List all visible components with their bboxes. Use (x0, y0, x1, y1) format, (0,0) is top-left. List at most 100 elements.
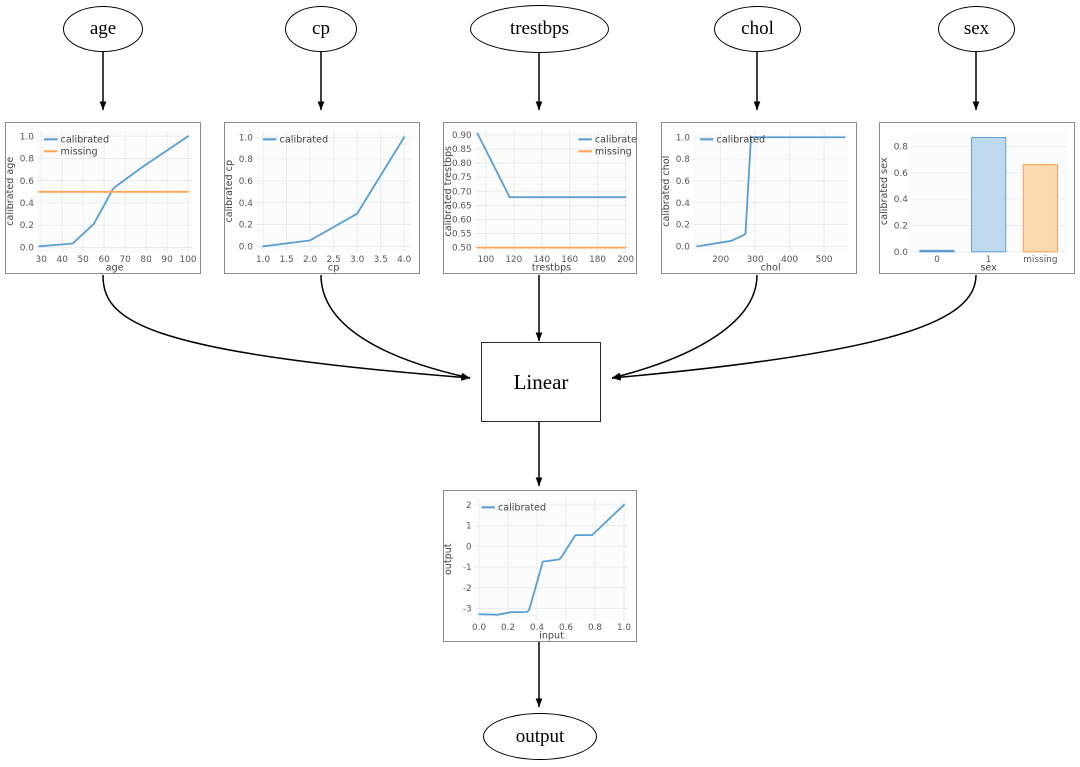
node-cp[interactable]: cp (285, 6, 357, 52)
svg-text:calibrated: calibrated (498, 503, 546, 514)
svg-text:0.70: 0.70 (452, 187, 472, 197)
svg-text:140: 140 (533, 255, 550, 265)
edge-cpplot-to-linear (320, 274, 471, 380)
svg-text:0.8: 0.8 (20, 155, 35, 165)
svg-text:0.8: 0.8 (894, 143, 909, 153)
svg-text:sex: sex (980, 263, 997, 273)
svg-text:0.4: 0.4 (20, 199, 35, 209)
svg-text:0.6: 0.6 (676, 177, 691, 187)
svg-text:0.85: 0.85 (452, 145, 472, 155)
svg-text:-2: -2 (463, 584, 472, 594)
svg-text:0.55: 0.55 (452, 230, 472, 240)
svg-text:300: 300 (747, 255, 764, 265)
svg-text:-3: -3 (463, 605, 472, 615)
svg-text:70: 70 (119, 255, 131, 265)
svg-text:calibrated age: calibrated age (6, 157, 16, 226)
node-age-label: age (89, 18, 117, 39)
svg-text:0.2: 0.2 (239, 221, 253, 231)
svg-text:3.5: 3.5 (374, 255, 388, 265)
node-output[interactable]: output (483, 713, 597, 760)
svg-text:0.8: 0.8 (588, 623, 602, 633)
svg-text:calibrated: calibrated (280, 135, 329, 146)
svg-text:0.0: 0.0 (676, 242, 691, 252)
node-cp-label: cp (312, 18, 330, 39)
svg-text:missing: missing (61, 147, 98, 158)
svg-text:0.8: 0.8 (676, 155, 691, 165)
svg-text:calibrated cp: calibrated cp (225, 160, 235, 223)
svg-text:0.2: 0.2 (894, 222, 908, 232)
svg-text:0.50: 0.50 (452, 244, 472, 254)
svg-text:50: 50 (78, 255, 90, 265)
svg-text:80: 80 (140, 255, 152, 265)
edge-sexplot-to-linear (611, 274, 977, 381)
svg-text:0.6: 0.6 (239, 177, 254, 187)
node-chol[interactable]: chol (714, 6, 801, 52)
node-trestbps[interactable]: trestbps (470, 5, 609, 53)
node-linear-label: Linear (513, 369, 569, 394)
svg-text:calibrated chol: calibrated chol (662, 156, 672, 227)
svg-text:2: 2 (466, 501, 472, 511)
node-chol-label: chol (741, 18, 774, 39)
svg-text:180: 180 (589, 255, 606, 265)
node-output-label: output (515, 725, 565, 747)
svg-text:200: 200 (712, 255, 729, 265)
svg-text:0.75: 0.75 (452, 173, 472, 183)
svg-text:0.2: 0.2 (20, 221, 34, 231)
svg-text:0.0: 0.0 (472, 623, 486, 633)
svg-text:1.0: 1.0 (239, 133, 254, 143)
svg-text:160: 160 (561, 255, 578, 265)
svg-text:0.0: 0.0 (20, 244, 35, 254)
svg-text:0.6: 0.6 (894, 169, 909, 179)
svg-text:0.80: 0.80 (452, 159, 472, 169)
svg-text:3.0: 3.0 (350, 255, 365, 265)
svg-text:30: 30 (36, 255, 48, 265)
node-sex-label: sex (963, 18, 990, 39)
svg-text:200: 200 (617, 255, 634, 265)
svg-text:1.0: 1.0 (20, 132, 35, 142)
svg-text:0.60: 0.60 (452, 216, 472, 226)
svg-text:calibrated: calibrated (717, 135, 766, 146)
svg-text:1: 1 (466, 522, 472, 532)
svg-text:0.2: 0.2 (676, 221, 690, 231)
node-trestbps-label: trestbps (509, 18, 570, 39)
svg-text:-1: -1 (463, 563, 472, 573)
node-sex[interactable]: sex (938, 6, 1015, 52)
svg-text:cp: cp (328, 263, 339, 273)
edge-ageplot-to-linear (102, 274, 471, 381)
svg-text:400: 400 (781, 255, 798, 265)
svg-text:1.0: 1.0 (256, 255, 271, 265)
svg-text:0.6: 0.6 (20, 177, 35, 187)
svg-text:0.4: 0.4 (894, 195, 909, 205)
node-linear[interactable]: Linear (481, 342, 601, 422)
svg-text:0: 0 (934, 255, 940, 265)
svg-text:2.0: 2.0 (303, 255, 318, 265)
svg-text:missing: missing (1023, 255, 1057, 265)
edge-cholplot-to-linear (611, 274, 758, 380)
svg-text:0.4: 0.4 (530, 623, 544, 633)
svg-text:2.5: 2.5 (327, 255, 341, 265)
svg-text:0.0: 0.0 (239, 242, 254, 252)
svg-text:calibrated: calibrated (61, 135, 110, 146)
svg-text:100: 100 (180, 255, 197, 265)
svg-text:input: input (539, 631, 564, 641)
svg-text:100: 100 (477, 255, 494, 265)
svg-text:0.6: 0.6 (559, 623, 573, 633)
node-age[interactable]: age (63, 6, 143, 52)
svg-text:0.90: 0.90 (452, 131, 472, 141)
svg-text:0.4: 0.4 (676, 199, 691, 209)
svg-text:calibrated: calibrated (595, 135, 636, 146)
svg-text:40: 40 (57, 255, 69, 265)
svg-text:missing: missing (595, 147, 632, 158)
svg-text:age: age (106, 263, 124, 273)
svg-text:trestbps: trestbps (532, 263, 571, 273)
